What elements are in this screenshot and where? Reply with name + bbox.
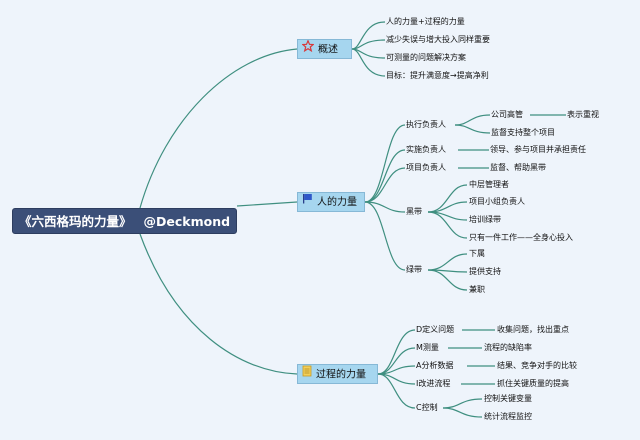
black-belt-item[interactable]: 项目小组负责人 <box>469 197 525 206</box>
blue-flag-icon <box>302 193 313 211</box>
branch-overview[interactable]: 概述 <box>297 39 352 59</box>
people-green-belt[interactable]: 绿带 <box>406 265 422 274</box>
overview-item[interactable]: 目标：提升满意度→提高净利 <box>386 71 489 80</box>
control-item[interactable]: 控制关键变量 <box>484 394 532 403</box>
impl-owner-detail[interactable]: 领导、参与项目并承担责任 <box>490 145 586 154</box>
overview-item[interactable]: 可测量的问题解决方案 <box>386 53 466 62</box>
root-title: 《六西格玛的力量》 <box>19 214 132 229</box>
process-step[interactable]: I改进流程 <box>416 379 451 388</box>
people-exec-owner[interactable]: 执行负责人 <box>406 120 446 129</box>
project-owner-detail[interactable]: 监督、帮助黑带 <box>490 163 546 172</box>
process-step[interactable]: A分析数据 <box>416 361 454 370</box>
process-step-detail[interactable]: 流程的缺陷率 <box>484 343 532 352</box>
branch-overview-label: 概述 <box>318 44 338 56</box>
overview-item[interactable]: 人的力量+过程的力量 <box>386 17 465 26</box>
process-step-detail[interactable]: 结果、竞争对手的比较 <box>497 361 577 370</box>
black-belt-item[interactable]: 中层管理者 <box>469 180 509 189</box>
process-step-detail[interactable]: 收集问题，找出重点 <box>497 325 569 334</box>
process-step-detail[interactable]: 抓住关键质量的提高 <box>497 379 569 388</box>
process-step[interactable]: M测量 <box>416 343 439 352</box>
branch-people-label: 人的力量 <box>317 197 357 208</box>
root-author: @Deckmond <box>143 214 231 229</box>
black-belt-item[interactable]: 只有一件工作——全身心投入 <box>469 233 573 242</box>
people-project-owner[interactable]: 项目负责人 <box>406 163 446 172</box>
control-item[interactable]: 统计流程监控 <box>484 412 532 421</box>
document-icon <box>302 365 312 384</box>
exec-owner-detail[interactable]: 表示重视 <box>567 110 599 119</box>
branch-people[interactable]: 人的力量 <box>297 192 365 212</box>
exec-owner-child[interactable]: 监督支持整个项目 <box>491 128 555 137</box>
people-impl-owner[interactable]: 实施负责人 <box>406 145 446 154</box>
green-belt-item[interactable]: 提供支持 <box>469 267 501 276</box>
overview-item[interactable]: 减少失误与增大投入同样重要 <box>386 35 490 44</box>
star-icon <box>301 39 315 59</box>
root-node[interactable]: 《六西格玛的力量》 @Deckmond <box>12 208 237 234</box>
green-belt-item[interactable]: 兼职 <box>469 285 485 294</box>
process-step[interactable]: D定义问题 <box>416 325 455 334</box>
branch-process[interactable]: 过程的力量 <box>297 364 378 384</box>
process-control[interactable]: C控制 <box>416 403 438 412</box>
black-belt-item[interactable]: 培训绿带 <box>469 215 501 224</box>
green-belt-item[interactable]: 下属 <box>469 249 485 258</box>
people-black-belt[interactable]: 黑带 <box>406 207 422 216</box>
exec-owner-child[interactable]: 公司高管 <box>491 110 523 119</box>
branch-process-label: 过程的力量 <box>316 369 366 381</box>
